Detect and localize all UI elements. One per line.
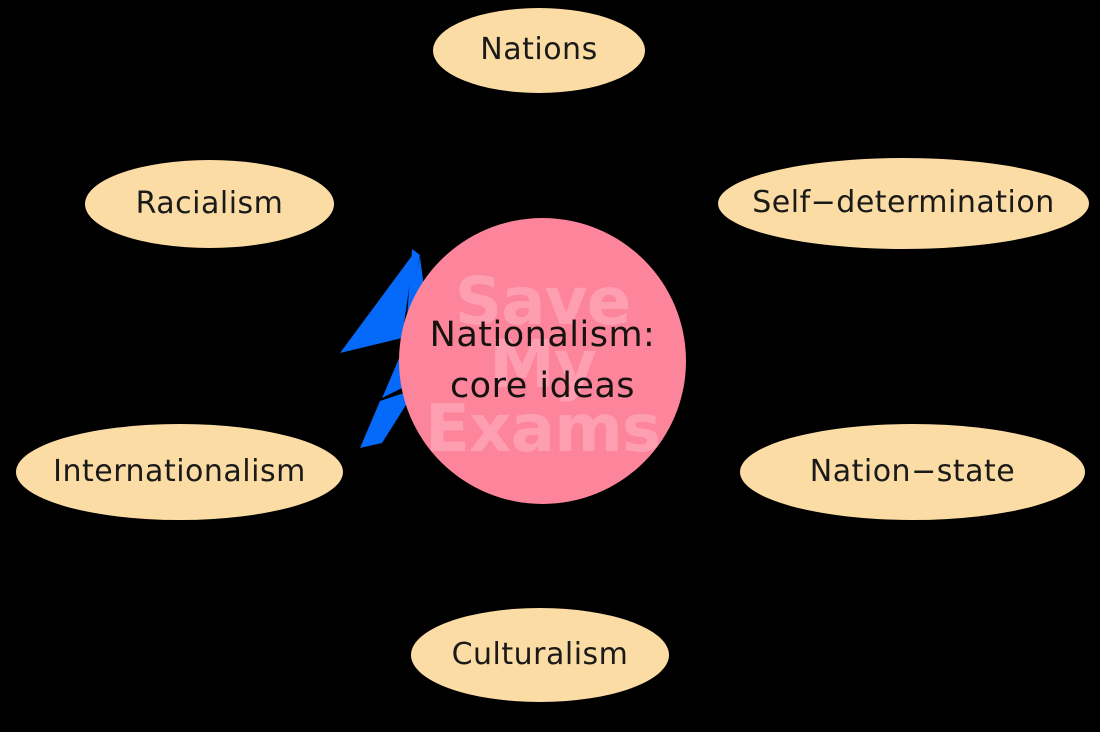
center-node-label: Nationalism: core ideas	[430, 310, 656, 412]
center-node-nationalism-core-ideas[interactable]: Save My Exams Nationalism: core ideas	[399, 218, 686, 504]
branch-label-internationalism: Internationalism	[53, 453, 306, 489]
branch-node-racialism[interactable]: Racialism	[85, 160, 334, 248]
branch-node-nation-state[interactable]: Nation−state	[740, 424, 1085, 520]
branch-label-culturalism: Culturalism	[451, 636, 629, 672]
branch-node-internationalism[interactable]: Internationalism	[16, 424, 343, 520]
center-label-line-1: Nationalism:	[429, 315, 656, 356]
branch-node-culturalism[interactable]: Culturalism	[411, 608, 669, 702]
branch-node-nations[interactable]: Nations	[433, 8, 645, 93]
center-label-line-2: core ideas	[449, 366, 636, 406]
branch-label-nations: Nations	[480, 32, 598, 68]
branch-label-racialism: Racialism	[135, 185, 284, 221]
branch-node-self-determination[interactable]: Self−determination	[718, 158, 1089, 249]
branch-label-nation-state: Nation−state	[809, 453, 1016, 489]
branch-label-self-determination: Self−determination	[752, 185, 1055, 221]
